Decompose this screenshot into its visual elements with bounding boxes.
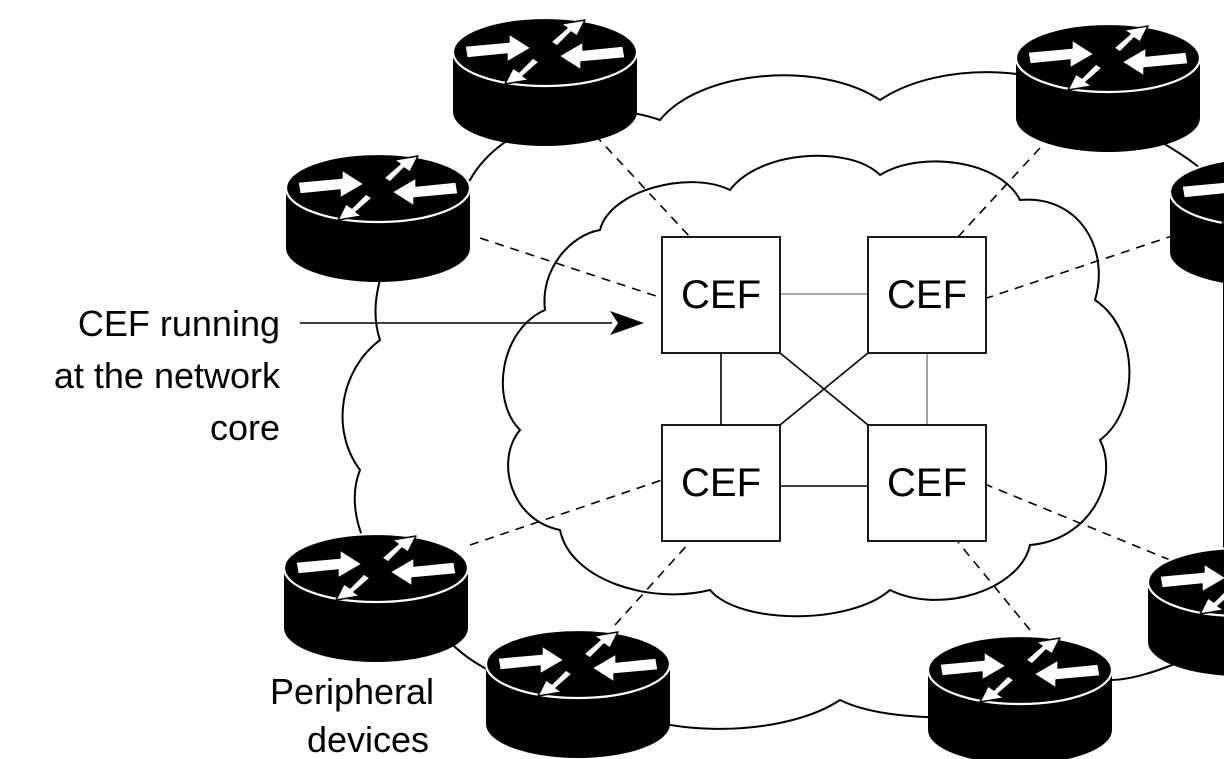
cef-node-top-right: CEF [867, 236, 987, 354]
cef-node-bottom-right: CEF [867, 424, 987, 542]
caption-line: at the network [54, 355, 281, 396]
outer-network-cloud [341, 71, 1224, 730]
caption-line: core [210, 407, 280, 448]
annotation-caption: CEF running at the network core [54, 303, 281, 448]
cef-label: CEF [887, 273, 967, 317]
peripheral-devices-label: Peripheral devices [270, 671, 434, 759]
router-icon [926, 634, 1114, 759]
cef-label: CEF [681, 461, 761, 505]
annotation-arrow [300, 311, 644, 335]
router-icon [1168, 156, 1224, 288]
router-icon [284, 152, 472, 284]
peripheral-links [469, 134, 1176, 631]
caption-line: CEF running [78, 303, 280, 344]
peripheral-label-line: Peripheral [270, 671, 434, 712]
cef-label: CEF [887, 461, 967, 505]
router-icon [282, 532, 470, 664]
cef-node-top-left: CEF [661, 236, 781, 354]
router-icon [1014, 22, 1202, 154]
router-icon [451, 16, 639, 148]
core-links [720, 293, 928, 487]
router-icon [484, 628, 672, 759]
core-network-cloud [501, 154, 1131, 618]
peripheral-label-line: devices [307, 719, 429, 759]
cef-node-bottom-left: CEF [661, 424, 781, 542]
cef-label: CEF [681, 273, 761, 317]
router-icon [1146, 546, 1224, 678]
